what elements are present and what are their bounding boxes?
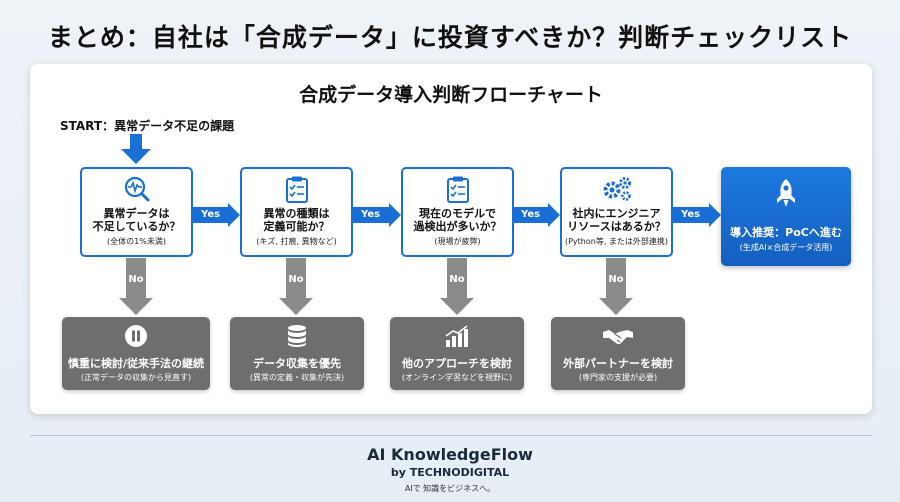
- question-text: 異常データは 不足しているか？: [92, 207, 181, 233]
- start-arrow: [130, 134, 142, 150]
- no-arrow-2: No: [279, 258, 313, 318]
- no-arrow-4: No: [599, 258, 633, 318]
- question-text: 現在のモデルで 過検出が多いか？: [413, 207, 502, 233]
- question-box-4: 社内にエンジニア リソースはあるか？ (Python等, または外部連携): [560, 167, 673, 257]
- page-title: まとめ：自社は「合成データ」に投資すべきか？判断チェックリスト: [47, 23, 853, 52]
- pause-icon: [62, 324, 210, 348]
- no-arrow-1: No: [119, 258, 153, 318]
- yes-arrow-3: Yes: [514, 203, 560, 227]
- final-recommendation-box: 導入推奨：PoCへ進む (生成AI×合成データ活用): [721, 167, 851, 266]
- brand-byline: by TECHNODIGITAL: [390, 466, 510, 479]
- question-text: 社内にエンジニア リソースはあるか？: [567, 207, 666, 233]
- question-subtext: (全体の1%未満): [107, 237, 166, 246]
- question-subtext: (キズ, 打痕, 異物など): [256, 237, 337, 246]
- question-box-1: 異常データは 不足しているか？ (全体の1%未満): [80, 167, 193, 257]
- result-box-2: データ収集を優先 (異常の定義・収集が先決): [230, 317, 364, 390]
- question-subtext: (現場が疲弊): [434, 237, 481, 246]
- question-text: 異常の種類は 定義可能か？: [263, 207, 330, 233]
- result-box-3: 他のアプローチを検討 (オンライン学習などを視野に): [390, 317, 524, 390]
- start-label: START：異常データ不足の課題: [60, 119, 235, 133]
- magnifier-pulse-icon: [82, 175, 191, 203]
- brand-tagline: AIで 知識をビジネスへ。: [404, 484, 496, 493]
- yes-arrow-1: Yes: [193, 203, 240, 227]
- result-box-4: 外部パートナーを検討 (専門家の支援が必要): [551, 317, 685, 390]
- question-subtext: (Python等, または外部連携): [564, 237, 669, 246]
- question-box-2: 異常の種類は 定義可能か？ (キズ, 打痕, 異物など): [240, 167, 353, 257]
- brand-name: AI KnowledgeFlow: [367, 445, 533, 464]
- rocket-icon: [721, 177, 851, 207]
- flowchart-title: 合成データ導入判断フローチャート: [299, 84, 603, 106]
- gears-icon: [562, 175, 671, 203]
- growth-chart-icon: [390, 324, 524, 348]
- question-box-3: 現在のモデルで 過検出が多いか？ (現場が疲弊): [401, 167, 514, 257]
- handshake-icon: [551, 324, 685, 348]
- no-arrow-3: No: [440, 258, 474, 318]
- footer-divider: [30, 435, 872, 436]
- result-box-1: 慎重に検討/従来手法の継続 (正常データの収集から見直す): [62, 317, 210, 390]
- clipboard-checklist-icon: [242, 175, 351, 203]
- database-icon: [230, 324, 364, 348]
- start-arrow-head: [121, 149, 151, 164]
- yes-arrow-4: Yes: [673, 203, 721, 227]
- yes-arrow-2: Yes: [353, 203, 401, 227]
- clipboard-checklist-icon: [403, 175, 512, 203]
